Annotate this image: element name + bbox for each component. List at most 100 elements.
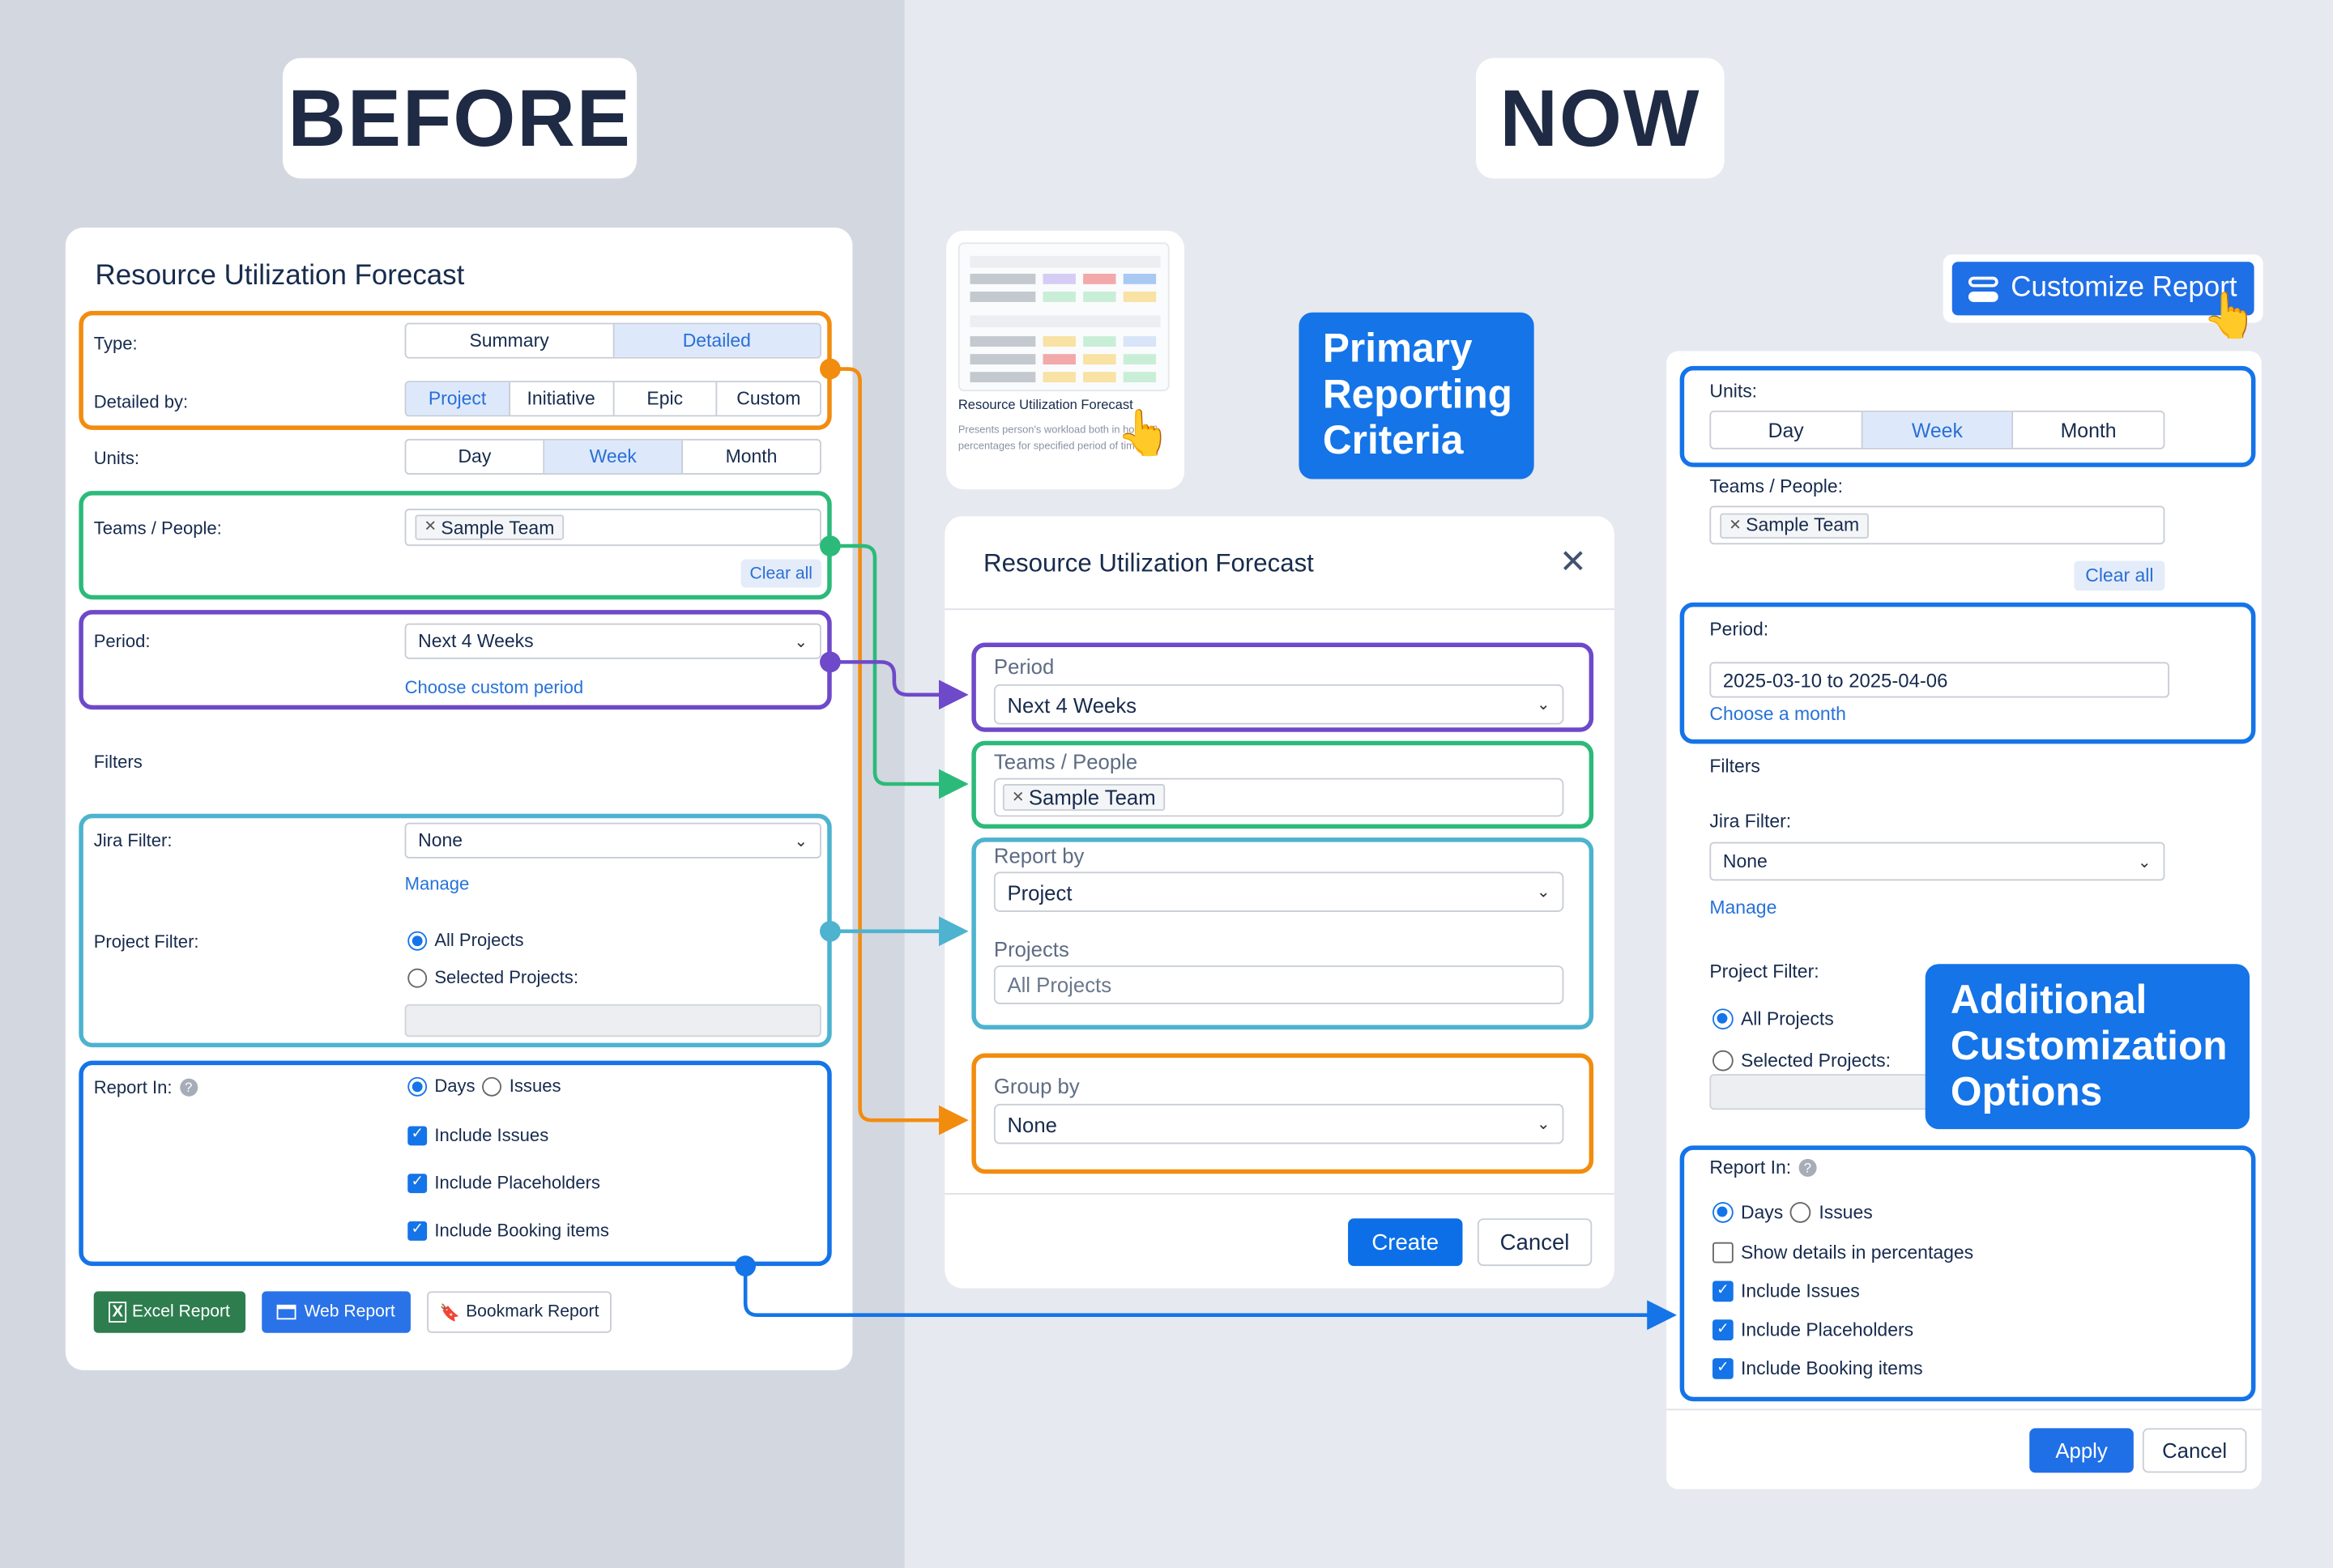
report-template-card[interactable]: Resource Utilization Forecast Presents p… <box>946 230 1185 490</box>
excel-icon: X <box>109 1302 126 1323</box>
detailed-by-project[interactable]: Project <box>406 382 510 415</box>
highlight-cust-report-in <box>1679 1145 2256 1402</box>
report-in-label-row: Report In:? <box>94 1077 198 1098</box>
checkbox-checked-icon[interactable]: ✓ <box>1712 1357 1734 1379</box>
clear-all-button[interactable]: Clear all <box>740 559 821 588</box>
modal-report-by-select[interactable]: Project⌄ <box>993 871 1564 912</box>
modal-report-by-value: Project <box>1007 880 1073 904</box>
period-label: Period: <box>93 630 151 652</box>
bookmark-report-button[interactable]: 🔖Bookmark Report <box>427 1291 612 1333</box>
remove-tag-icon[interactable]: ✕ <box>1729 517 1742 534</box>
checkbox-icon[interactable] <box>1712 1242 1734 1263</box>
primary-criteria-callout: Primary Reporting Criteria <box>1299 312 1534 479</box>
cust-units-day[interactable]: Day <box>1711 411 1862 448</box>
cust-include-booking-option[interactable]: ✓Include Booking items <box>1712 1357 1923 1379</box>
radio-icon[interactable] <box>1790 1202 1812 1223</box>
include-booking-option[interactable]: ✓Include Booking items <box>407 1220 609 1241</box>
excel-report-button[interactable]: X Excel Report <box>93 1291 246 1333</box>
checkbox-checked-icon[interactable]: ✓ <box>1712 1280 1734 1302</box>
preview-label-bar <box>970 273 1036 284</box>
panel-cancel-button[interactable]: Cancel <box>2142 1428 2247 1473</box>
jira-filter-select[interactable]: None⌄ <box>404 822 821 859</box>
checkbox-checked-icon[interactable]: ✓ <box>407 1221 428 1240</box>
detailed-by-custom[interactable]: Custom <box>736 388 801 410</box>
cust-days-issues: Days Issues <box>1712 1202 1873 1223</box>
now-heading: NOW <box>1476 58 1725 179</box>
cust-units-month[interactable]: Month <box>2060 419 2117 441</box>
radio-selected-icon[interactable] <box>407 930 428 950</box>
cust-clear-all-button[interactable]: Clear all <box>2074 560 2165 591</box>
help-icon[interactable]: ? <box>1798 1158 1817 1177</box>
cust-report-in-label: Report In: <box>1709 1157 1792 1178</box>
additional-options-callout: Additional Customization Options <box>1925 964 2250 1130</box>
chevron-down-icon: ⌄ <box>794 832 808 850</box>
show-percentages-option[interactable]: Show details in percentages <box>1712 1242 1973 1263</box>
apply-button[interactable]: Apply <box>2029 1428 2134 1473</box>
preview-cell <box>1123 292 1157 302</box>
modal-group-by-select[interactable]: None⌄ <box>993 1103 1564 1144</box>
cust-jira-filter-select[interactable]: None⌄ <box>1709 842 2165 881</box>
detailed-by-initiative[interactable]: Initiative <box>510 382 614 415</box>
sliders-icon <box>1968 275 1999 301</box>
all-projects-option[interactable]: All Projects <box>407 930 524 951</box>
type-summary-option[interactable]: Summary <box>406 324 614 357</box>
selected-projects-option[interactable]: Selected Projects: <box>407 967 578 988</box>
radio-selected-icon[interactable] <box>1712 1202 1734 1223</box>
include-issues-option[interactable]: ✓Include Issues <box>407 1125 548 1145</box>
checkbox-checked-icon[interactable]: ✓ <box>1712 1319 1734 1340</box>
highlight-cust-units <box>1679 365 2256 467</box>
modal-cancel-button[interactable]: Cancel <box>1477 1218 1593 1267</box>
radio-icon[interactable] <box>482 1076 502 1096</box>
close-icon[interactable]: ✕ <box>1559 543 1587 581</box>
template-description: Presents person's workload both in hours… <box>958 425 1159 453</box>
choose-month-link[interactable]: Choose a month <box>1709 703 1846 725</box>
choose-custom-period-link[interactable]: Choose custom period <box>404 676 584 698</box>
cust-period-input[interactable]: 2025-03-10 to 2025-04-06 <box>1709 662 2169 698</box>
highlight-modal-teams <box>971 740 1594 829</box>
remove-tag-icon[interactable]: ✕ <box>424 519 437 536</box>
modal-period-select[interactable]: Next 4 Weeks⌄ <box>993 684 1564 725</box>
units-month[interactable]: Month <box>725 446 778 467</box>
bookmark-icon: 🔖 <box>439 1303 460 1322</box>
help-icon[interactable]: ? <box>179 1078 198 1097</box>
customize-report-button[interactable]: Customize Report <box>1951 262 2254 316</box>
radio-selected-icon[interactable] <box>407 1076 428 1096</box>
days-label: Days <box>434 1076 476 1097</box>
remove-tag-icon[interactable]: ✕ <box>1011 789 1025 806</box>
cust-include-placeholders-option[interactable]: ✓Include Placeholders <box>1712 1319 1913 1340</box>
excel-report-label: Excel Report <box>132 1303 230 1322</box>
modal-projects-input[interactable]: All Projects <box>993 965 1564 1004</box>
radio-selected-icon[interactable] <box>1712 1008 1734 1030</box>
modal-teams-label: Teams / People <box>993 749 1138 774</box>
modal-footer-divider <box>945 1193 1614 1195</box>
cust-filters-heading: Filters <box>1709 756 1760 777</box>
radio-icon[interactable] <box>1712 1050 1734 1072</box>
preview-cell <box>1043 372 1076 383</box>
period-select[interactable]: Next 4 Weeks⌄ <box>404 623 821 659</box>
preview-header-bar <box>970 255 1161 268</box>
web-report-button[interactable]: Web Report <box>262 1291 411 1333</box>
preview-cell <box>1083 354 1116 365</box>
cust-teams-input[interactable]: ✕Sample Team <box>1709 505 2165 545</box>
units-week[interactable]: Week <box>544 440 684 474</box>
include-placeholders-option[interactable]: ✓Include Placeholders <box>407 1172 600 1193</box>
checkbox-checked-icon[interactable]: ✓ <box>407 1173 428 1193</box>
cust-selected-projects-option[interactable]: Selected Projects: <box>1712 1050 1891 1072</box>
radio-icon[interactable] <box>407 967 428 987</box>
cust-units-week[interactable]: Week <box>1862 411 2014 448</box>
units-day[interactable]: Day <box>406 440 545 474</box>
modal-projects-label: Projects <box>993 937 1069 961</box>
teams-input[interactable]: ✕Sample Team <box>404 509 821 547</box>
create-button[interactable]: Create <box>1348 1218 1463 1267</box>
cust-all-projects-option[interactable]: All Projects <box>1712 1008 1834 1030</box>
detailed-by-epic[interactable]: Epic <box>614 382 718 415</box>
detailed-by-segmented: Project Initiative Epic Custom <box>404 381 821 417</box>
type-detailed-option[interactable]: Detailed <box>613 324 821 357</box>
cust-include-issues-option[interactable]: ✓Include Issues <box>1712 1280 1860 1302</box>
cust-manage-link[interactable]: Manage <box>1709 897 1777 918</box>
type-segmented: Summary Detailed <box>404 322 821 359</box>
modal-teams-input[interactable]: ✕Sample Team <box>993 778 1564 817</box>
manage-link[interactable]: Manage <box>404 873 470 894</box>
chevron-down-icon: ⌄ <box>2137 853 2152 871</box>
checkbox-checked-icon[interactable]: ✓ <box>407 1125 428 1145</box>
